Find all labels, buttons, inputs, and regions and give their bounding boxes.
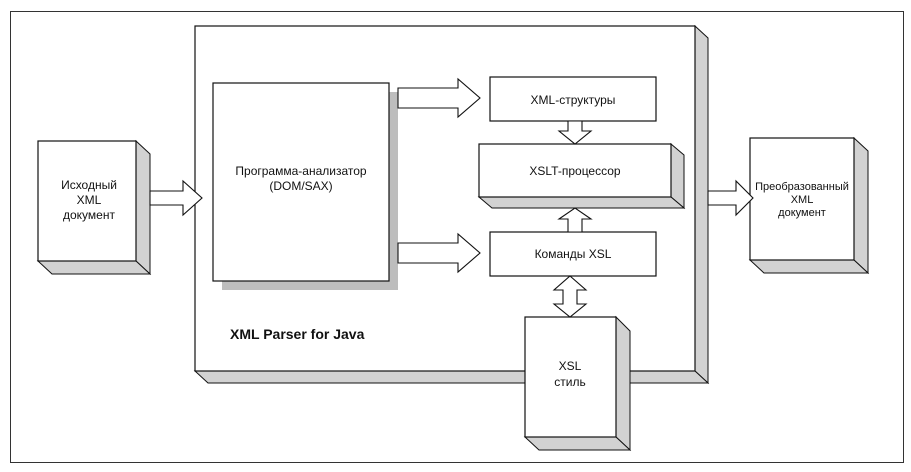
arrow-commands-style-double	[552, 275, 588, 318]
xsl-style-line-2: стиль	[554, 375, 585, 389]
xsl-style-line-1: XSL	[559, 359, 582, 373]
arrow-commands-to-processor	[557, 207, 593, 233]
xsl-style-face	[524, 316, 617, 438]
parser-label: XML Parser for Java	[230, 326, 365, 342]
xml-structures-label: XML-структуры	[531, 93, 616, 107]
source-document-line-2: XML	[77, 193, 102, 207]
arrow-analyzer-to-structures	[397, 77, 481, 119]
arrow-parser-to-result	[707, 179, 754, 217]
result-document-side	[853, 136, 869, 275]
xsl-style-side	[615, 315, 631, 452]
xsl-style-bottom	[523, 436, 632, 451]
source-document-line-3: документ	[63, 208, 115, 222]
source-document-side	[135, 139, 151, 276]
source-document-bottom	[36, 260, 152, 275]
xsl-style-box: XSL стиль	[523, 315, 632, 452]
outer-frame	[10, 11, 904, 463]
source-document-line-1: Исходный	[61, 178, 117, 192]
analyzer-line-1: Программа-анализатор	[235, 164, 366, 178]
xslt-processor-label: XSLT-процессор	[529, 164, 621, 178]
result-document-line-3: документ	[778, 207, 826, 219]
result-document-line-1: Преобразованный	[755, 181, 849, 193]
xslt-processor-box: XSLT-процессор	[477, 142, 686, 210]
parser-box-bottom	[193, 370, 710, 384]
xsl-commands-label: Команды XSL	[535, 247, 612, 261]
source-document-face	[37, 140, 137, 262]
result-document-face	[749, 137, 855, 261]
xslt-processor-bottom	[477, 196, 686, 209]
analyzer-face	[212, 82, 390, 282]
result-document-box: Преобразованный XML документ	[748, 136, 870, 275]
result-document-line-2: XML	[791, 194, 814, 206]
parser-box-side	[694, 24, 709, 385]
source-document-box: Исходный XML документ	[36, 139, 152, 276]
xsl-commands-box: Команды XSL	[489, 231, 657, 277]
arrow-source-to-parser	[149, 179, 203, 217]
analyzer-line-2: (DOM/SAX)	[269, 179, 332, 193]
analyzer-box: Программа-анализатор (DOM/SAX)	[212, 82, 398, 290]
xml-structures-box: XML-структуры	[489, 76, 657, 122]
arrow-structures-to-processor	[557, 120, 593, 145]
xml-structures-face	[489, 76, 657, 122]
arrow-analyzer-to-commands	[397, 232, 481, 274]
result-document-bottom	[748, 259, 870, 274]
